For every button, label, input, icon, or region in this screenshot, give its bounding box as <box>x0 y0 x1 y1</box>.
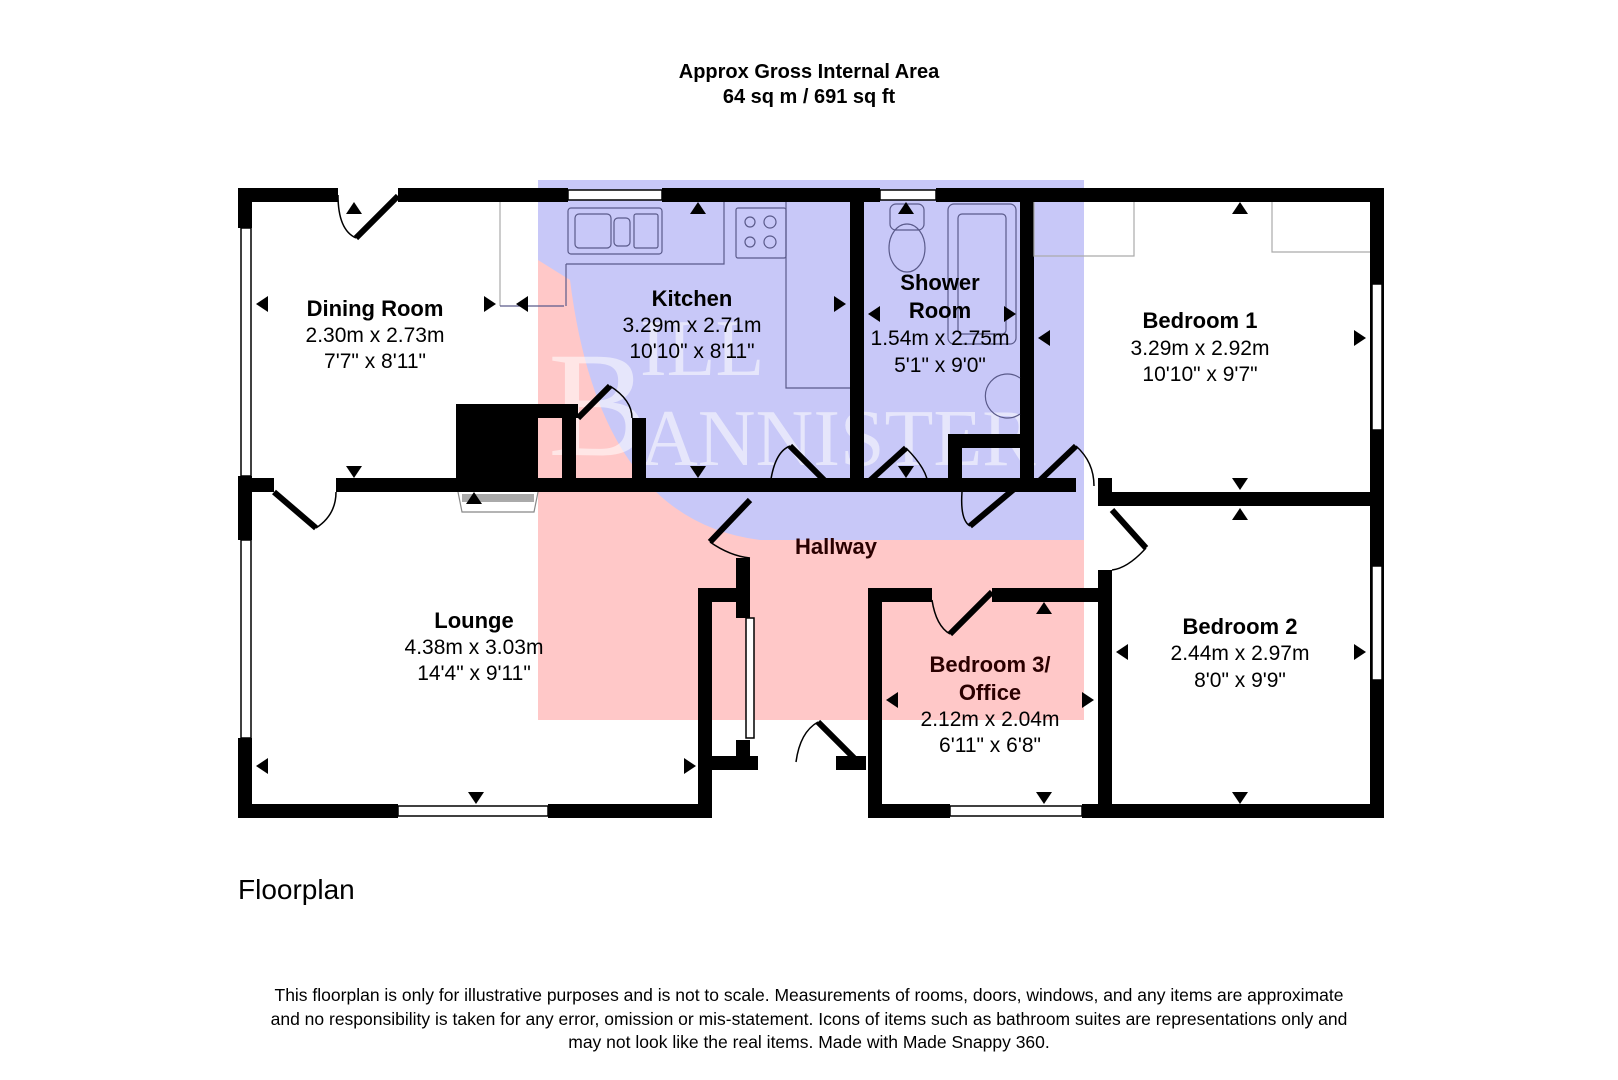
floor-label: Floorplan <box>238 874 355 905</box>
area-header: Approx Gross Internal Area 64 sq m / 691… <box>0 60 1618 110</box>
room-bedroom3: Bedroom 3/ Office 2.12m x 2.04m 6'11" x … <box>921 652 1060 757</box>
room-dining: Dining Room 2.30m x 2.73m 7'7" x 8'11" <box>306 296 445 373</box>
room-name: Bedroom 1 <box>1143 308 1258 333</box>
room-name-line2: Room <box>909 298 971 323</box>
doors <box>272 193 1149 765</box>
room-name: Bedroom 2 <box>1183 614 1298 639</box>
window-shower <box>879 189 937 201</box>
room-imperial: 8'0" x 9'9" <box>1194 669 1286 692</box>
room-name-line1: Shower <box>900 270 980 295</box>
room-metric: 3.29m x 2.71m <box>623 314 762 337</box>
room-imperial: 6'11" x 6'8" <box>939 734 1041 757</box>
door-cupboard <box>968 481 1022 529</box>
room-imperial: 10'10" x 8'11" <box>629 340 754 363</box>
room-name-line1: Bedroom 3/ <box>929 652 1050 677</box>
door-dining-lounge <box>272 489 318 531</box>
area-value: 64 sq m / 691 sq ft <box>722 86 896 108</box>
window-lounge-bottom <box>397 805 549 817</box>
disclaimer-line-2: and no responsibility is taken for any e… <box>270 1008 1348 1029</box>
room-hallway: Hallway <box>795 534 878 559</box>
disclaimer-line-1: This floorplan is only for illustrative … <box>274 985 1344 1005</box>
door-bedroom3 <box>947 589 995 637</box>
room-imperial: 10'10" x 9'7" <box>1142 363 1257 386</box>
room-imperial: 14'4" x 9'11" <box>417 662 531 685</box>
fixtures <box>457 202 1370 513</box>
watermark-overlay: B ILL ANNISTER <box>538 180 1084 720</box>
room-metric: 1.54m x 2.75m <box>871 327 1010 350</box>
dimension-markers <box>256 202 1366 804</box>
room-metric: 4.38m x 3.03m <box>405 636 544 659</box>
shower-tray-icon <box>947 203 1017 345</box>
door-dining-front <box>353 193 401 241</box>
disclaimer-line-3: may not look like the real items. Made w… <box>568 1032 1050 1052</box>
room-shower: Shower Room 1.54m x 2.75m 5'1" x 9'0" <box>871 270 1010 377</box>
room-kitchen: Kitchen 3.29m x 2.71m 10'10" x 8'11" <box>623 286 762 363</box>
room-lounge: Lounge 4.38m x 3.03m 14'4" x 9'11" <box>405 608 544 685</box>
door-bedroom1 <box>1031 443 1079 489</box>
room-name: Hallway <box>795 534 878 559</box>
sink-icon <box>567 207 663 255</box>
room-metric: 2.12m x 2.04m <box>921 708 1060 731</box>
window-lounge-left <box>240 539 252 739</box>
room-metric: 2.44m x 2.97m <box>1171 642 1310 665</box>
room-imperial: 5'1" x 9'0" <box>894 354 986 377</box>
door-shower <box>861 445 909 489</box>
room-imperial: 7'7" x 8'11" <box>324 350 426 373</box>
window-bedroom1 <box>1371 283 1383 431</box>
window-kitchen <box>567 189 663 201</box>
window-bedroom2 <box>1371 565 1383 681</box>
room-metric: 3.29m x 2.92m <box>1131 337 1270 360</box>
wardrobe-2 <box>1271 202 1370 253</box>
room-name-line2: Office <box>959 680 1021 705</box>
room-bedroom1: Bedroom 1 3.29m x 2.92m 10'10" x 9'7" <box>1131 308 1270 386</box>
door-hall-bottom <box>815 719 861 765</box>
area-title: Approx Gross Internal Area <box>678 61 940 83</box>
room-name: Dining Room <box>307 296 444 321</box>
room-name: Lounge <box>434 608 513 633</box>
wardrobe-1 <box>1033 202 1135 257</box>
door-bedroom2 <box>1109 507 1149 551</box>
door-kitchen <box>575 383 613 421</box>
watermark-bill: ILL <box>640 305 764 393</box>
window-bedroom3 <box>949 805 1083 817</box>
window-dining <box>240 227 252 477</box>
windows <box>240 189 1383 817</box>
fireplace-hearth <box>457 491 539 513</box>
room-metric: 2.30m x 2.73m <box>306 324 445 347</box>
door-hall-front <box>707 497 753 545</box>
window-hall <box>745 617 755 739</box>
room-name: Kitchen <box>652 286 733 311</box>
basin-icon <box>984 373 1021 419</box>
room-bedroom2: Bedroom 2 2.44m x 2.97m 8'0" x 9'9" <box>1171 614 1310 692</box>
door-kitchen-hall <box>787 443 833 489</box>
disclaimer: This floorplan is only for illustrative … <box>200 984 1418 1055</box>
